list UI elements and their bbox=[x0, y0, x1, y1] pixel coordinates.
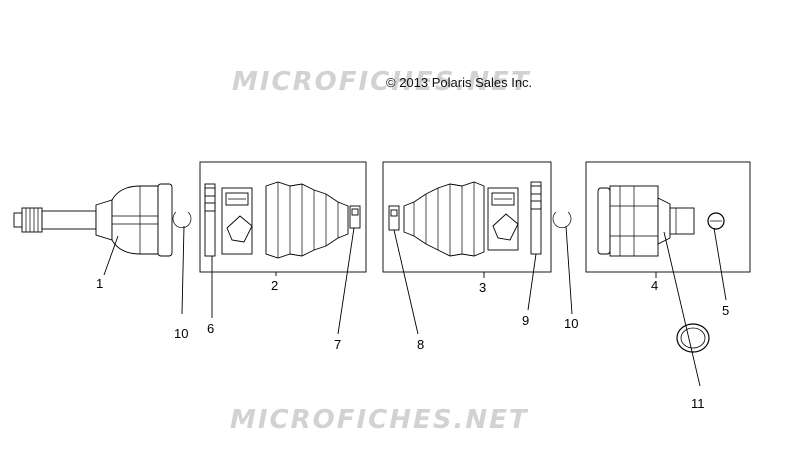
boot-clamp-icon bbox=[388, 205, 400, 231]
retaining-ring-icon bbox=[707, 212, 725, 230]
callout-1: 1 bbox=[96, 276, 103, 291]
retaining-ring-icon bbox=[172, 211, 192, 229]
callout-10b: 10 bbox=[564, 316, 578, 331]
copyright-notice: © 2013 Polaris Sales Inc. bbox=[386, 75, 532, 90]
watermark-bottom: MICROFICHES.NET bbox=[230, 405, 529, 435]
o-ring-icon bbox=[676, 323, 710, 353]
boot-clamp-icon bbox=[204, 183, 216, 257]
callout-11: 11 bbox=[691, 396, 705, 411]
callout-6: 6 bbox=[207, 321, 214, 336]
callout-4: 4 bbox=[651, 278, 658, 293]
inner-cv-joint-icon bbox=[597, 185, 695, 257]
kit-box-2 bbox=[199, 161, 367, 273]
kit-box-4 bbox=[585, 161, 751, 273]
callout-7: 7 bbox=[334, 337, 341, 352]
watermark-top: MICROFICHES.NET bbox=[232, 67, 531, 97]
cv-boot-icon bbox=[403, 181, 485, 257]
cv-boot-icon bbox=[265, 181, 349, 259]
leader-lines bbox=[103, 225, 727, 387]
callout-3: 3 bbox=[479, 280, 486, 295]
kit-box-3 bbox=[382, 161, 552, 273]
grease-packet-icon bbox=[487, 187, 519, 251]
callout-10a: 10 bbox=[174, 326, 188, 341]
callout-9: 9 bbox=[522, 313, 529, 328]
outer-cv-joint-icon bbox=[13, 183, 173, 257]
callout-8: 8 bbox=[417, 337, 424, 352]
grease-packet-icon bbox=[221, 187, 253, 255]
retaining-ring-icon bbox=[552, 211, 572, 229]
callout-2: 2 bbox=[271, 278, 278, 293]
boot-clamp-icon bbox=[530, 181, 542, 255]
callout-5: 5 bbox=[722, 303, 729, 318]
boot-clamp-icon bbox=[349, 205, 361, 229]
